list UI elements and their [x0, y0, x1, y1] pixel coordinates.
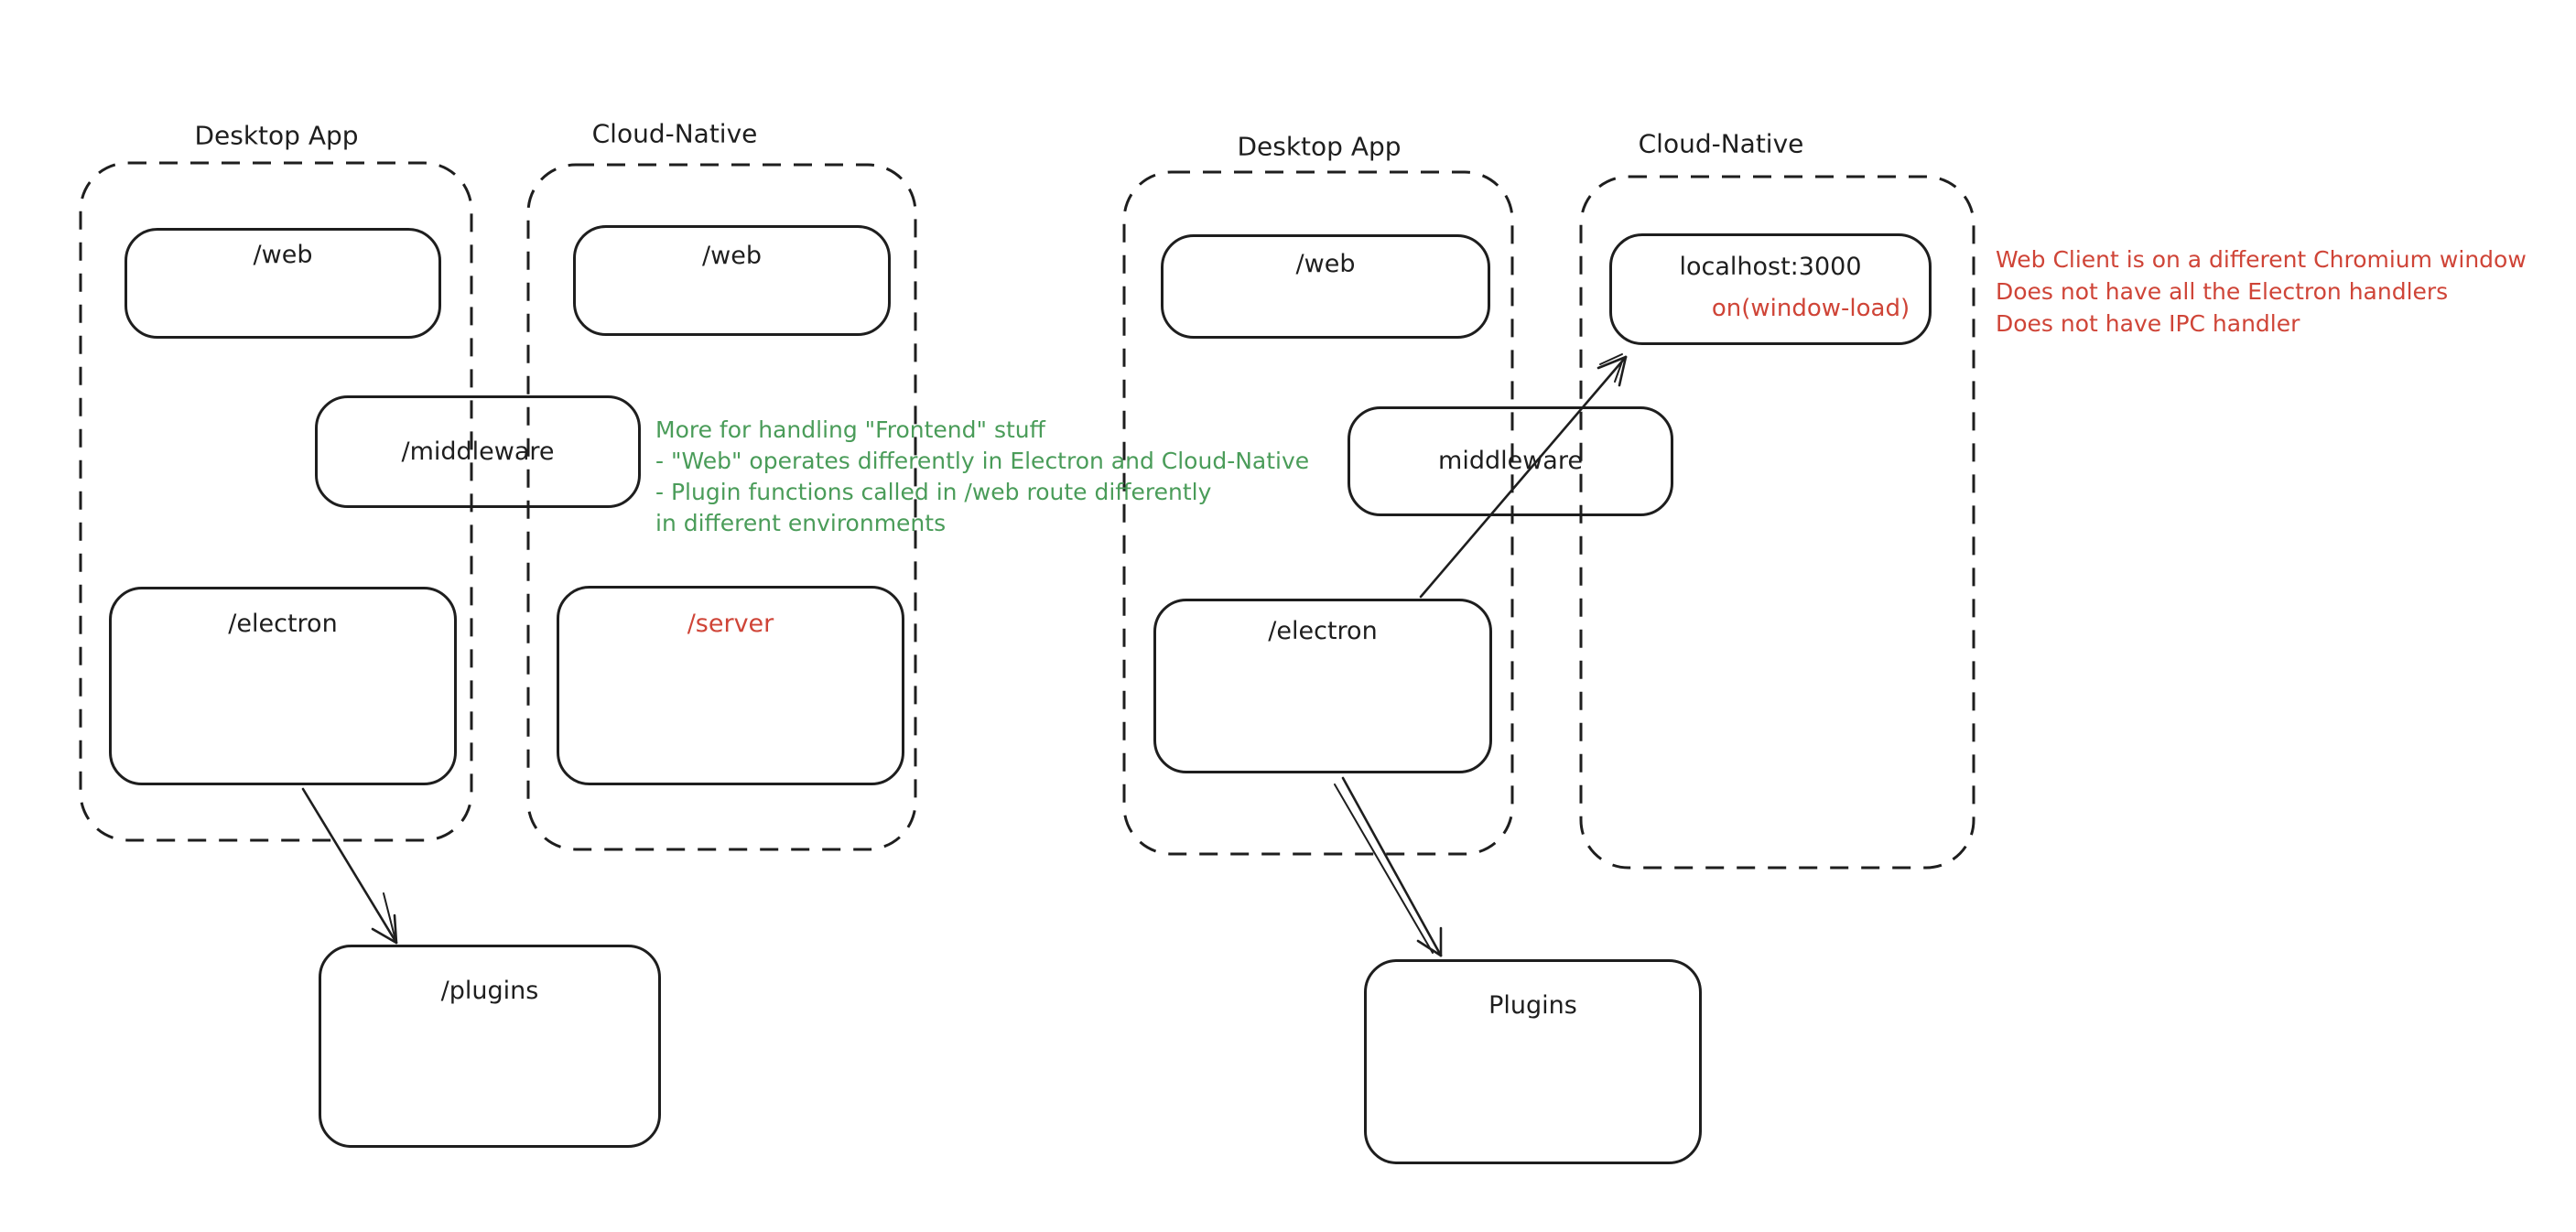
node-middleware-right: middleware: [1348, 406, 1673, 516]
node-web-right: /web: [1161, 234, 1490, 339]
green-note-line-2: - "Web" operates differently in Electron…: [655, 448, 1310, 474]
red-note-line-3: Does not have IPC handler: [1996, 310, 2300, 337]
node-server-left: /server: [557, 586, 904, 785]
node-localhost-right-label: localhost:3000: [1679, 253, 1862, 281]
node-plugins-left-label: /plugins: [440, 977, 539, 1005]
node-middleware-left-label: /middleware: [401, 437, 555, 466]
node-localhost-right: localhost:3000: [1609, 233, 1932, 345]
node-plugins-right-label: Plugins: [1488, 991, 1577, 1020]
node-localhost-window-load-label: on(window-load): [1711, 295, 1910, 322]
group-label-desktop-app-left: Desktop App: [194, 120, 359, 151]
node-server-left-label: /server: [687, 610, 774, 638]
node-web-desktop-left: /web: [124, 228, 441, 339]
node-electron-left-label: /electron: [228, 610, 338, 638]
node-electron-right: /electron: [1153, 599, 1492, 773]
node-electron-right-label: /electron: [1268, 617, 1378, 645]
node-plugins-left: /plugins: [319, 945, 661, 1148]
green-note-line-3: - Plugin functions called in /web route …: [655, 479, 1212, 505]
node-web-cloud-left-label: /web: [702, 242, 762, 270]
green-note-line-1: More for handling "Frontend" stuff: [655, 416, 1045, 443]
arrow-electron-to-plugins-right: [1334, 776, 1443, 957]
group-label-cloud-native-left: Cloud-Native: [591, 118, 758, 149]
group-label-desktop-app-right: Desktop App: [1237, 131, 1402, 162]
node-web-desktop-left-label: /web: [253, 241, 313, 269]
node-electron-left: /electron: [109, 587, 457, 785]
group-label-cloud-native-right: Cloud-Native: [1638, 128, 1804, 159]
red-note: Web Client is on a different Chromium wi…: [1996, 243, 2527, 340]
green-note: More for handling "Frontend" stuff - "We…: [655, 415, 1309, 539]
node-middleware-right-label: middleware: [1438, 447, 1583, 475]
red-note-line-1: Web Client is on a different Chromium wi…: [1996, 246, 2527, 273]
green-note-line-4: in different environments: [655, 510, 947, 536]
node-middleware-left: /middleware: [315, 395, 641, 508]
node-plugins-right: Plugins: [1364, 959, 1702, 1164]
node-web-right-label: /web: [1295, 250, 1356, 278]
node-web-cloud-left: /web: [573, 225, 891, 336]
arrow-electron-to-plugins-left: [301, 787, 398, 945]
red-note-line-2: Does not have all the Electron handlers: [1996, 278, 2449, 305]
